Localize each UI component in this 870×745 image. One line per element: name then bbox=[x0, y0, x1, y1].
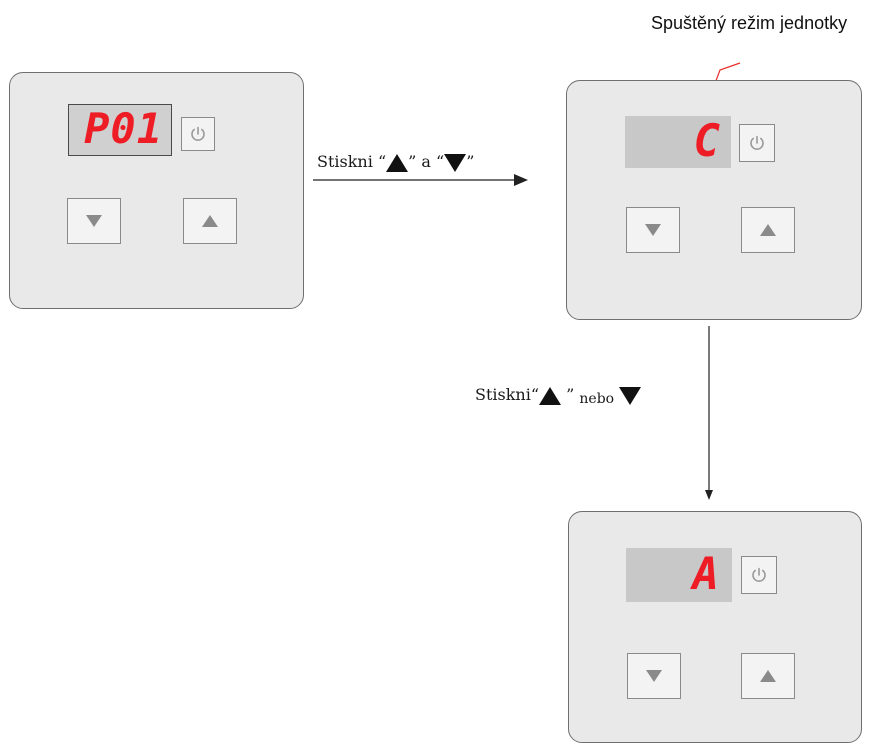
down-arrow-icon bbox=[619, 386, 642, 405]
down-arrow-icon bbox=[646, 670, 662, 682]
display-value: P01 bbox=[84, 104, 163, 153]
step1-instruction: Stiskni “ ” a “ ” bbox=[317, 152, 474, 172]
power-button[interactable] bbox=[181, 117, 215, 151]
step2-quote-close: ” bbox=[566, 385, 575, 404]
up-button[interactable] bbox=[741, 207, 795, 253]
control-panel-auto-mode: A bbox=[568, 511, 862, 743]
step1-quote-open-2: “ bbox=[436, 152, 445, 171]
up-arrow-icon bbox=[539, 386, 562, 405]
down-arrow-icon bbox=[86, 215, 102, 227]
up-button[interactable] bbox=[183, 198, 237, 244]
step1-conj: a bbox=[421, 152, 431, 171]
led-display: C bbox=[625, 116, 731, 168]
up-arrow-icon bbox=[760, 224, 776, 236]
down-button[interactable] bbox=[626, 207, 680, 253]
step2-prefix: Stiskni“ bbox=[475, 385, 540, 404]
led-display: A bbox=[626, 548, 732, 602]
callout-label: Spuštěný režim jednotky bbox=[651, 13, 848, 33]
power-icon bbox=[752, 567, 766, 582]
step1-quote-close-2: ” bbox=[466, 152, 475, 171]
up-arrow-icon bbox=[760, 670, 776, 682]
power-icon bbox=[750, 135, 764, 150]
step2-conj: nebo bbox=[579, 391, 615, 407]
led-display: P01 bbox=[68, 104, 172, 156]
down-button[interactable] bbox=[627, 653, 681, 699]
power-icon bbox=[191, 126, 205, 141]
step1-quote-close-1: ” bbox=[408, 152, 417, 171]
display-value: A bbox=[692, 549, 720, 600]
up-button[interactable] bbox=[741, 653, 795, 699]
control-panel-initial: P01 bbox=[9, 72, 304, 309]
step2-instruction: Stiskni“ ” nebo bbox=[475, 385, 642, 407]
step1-prefix: Stiskni bbox=[317, 152, 373, 171]
control-panel-unit-mode: C bbox=[566, 80, 862, 320]
power-button[interactable] bbox=[741, 556, 777, 594]
display-value: C bbox=[693, 116, 721, 167]
down-button[interactable] bbox=[67, 198, 121, 244]
step1-quote-open-1: “ bbox=[377, 152, 387, 171]
up-arrow-icon bbox=[386, 153, 409, 172]
power-button[interactable] bbox=[739, 124, 775, 162]
down-arrow-icon bbox=[645, 224, 661, 236]
up-arrow-icon bbox=[202, 215, 218, 227]
down-arrow-icon bbox=[444, 153, 467, 172]
